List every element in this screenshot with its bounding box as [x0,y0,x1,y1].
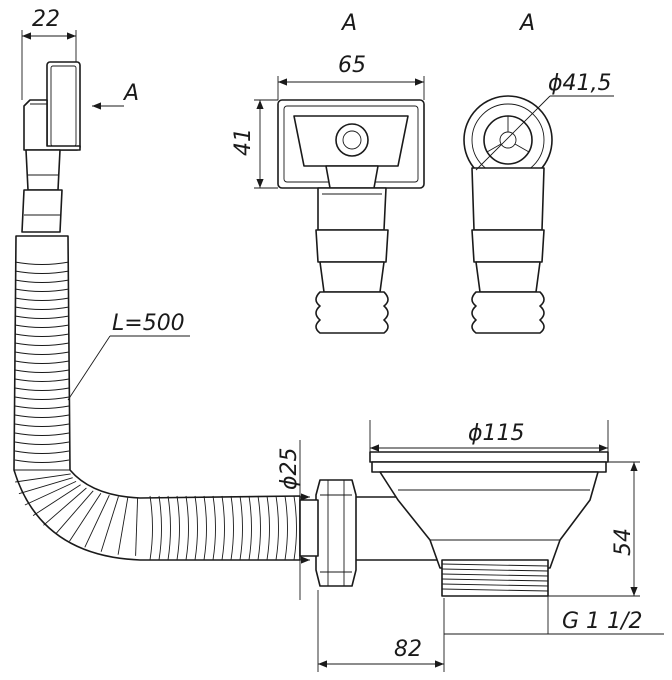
dimension-label-54: 54 [611,528,636,556]
dimension-label-65: 65 [338,53,366,78]
dimension-label-22: 22 [32,7,60,32]
overflow-head [21,61,81,233]
dimension-thread: G 1 1/2 [444,578,664,635]
dimension-view-height: 41 [231,99,278,189]
corrugated-hose [13,235,301,561]
dimension-label-d25: ϕ25 [277,447,302,490]
dimension-label-82: 82 [394,637,422,662]
dimension-view-width: 65 [277,53,425,100]
dimension-label-d41-5: ϕ41,5 [548,71,612,96]
view-a-front [277,99,425,334]
dimension-outlet-offset: 82 [317,590,445,672]
dimension-label-l500: L=500 [112,311,185,336]
view-a-side [463,95,553,334]
dimension-label-thread: G 1 1/2 [562,609,642,634]
view-front-label: A [340,11,357,36]
dimension-overflow-width: 22 [21,7,77,100]
dimension-label-d115: ϕ115 [468,421,525,446]
view-arrow-label: A [122,81,139,106]
view-a-arrow: A [92,81,139,110]
dimension-strainer-height: 54 [548,461,640,597]
dimension-pipe-diameter: ϕ25 [277,440,310,600]
waste-body [299,451,609,597]
dimension-outlet-diameter: ϕ41,5 [475,71,614,171]
dimension-label-41: 41 [231,128,256,156]
view-side-label: A [518,11,535,36]
dimension-hose-length: L=500 [67,311,190,401]
dimension-strainer-diameter: ϕ115 [369,420,609,452]
